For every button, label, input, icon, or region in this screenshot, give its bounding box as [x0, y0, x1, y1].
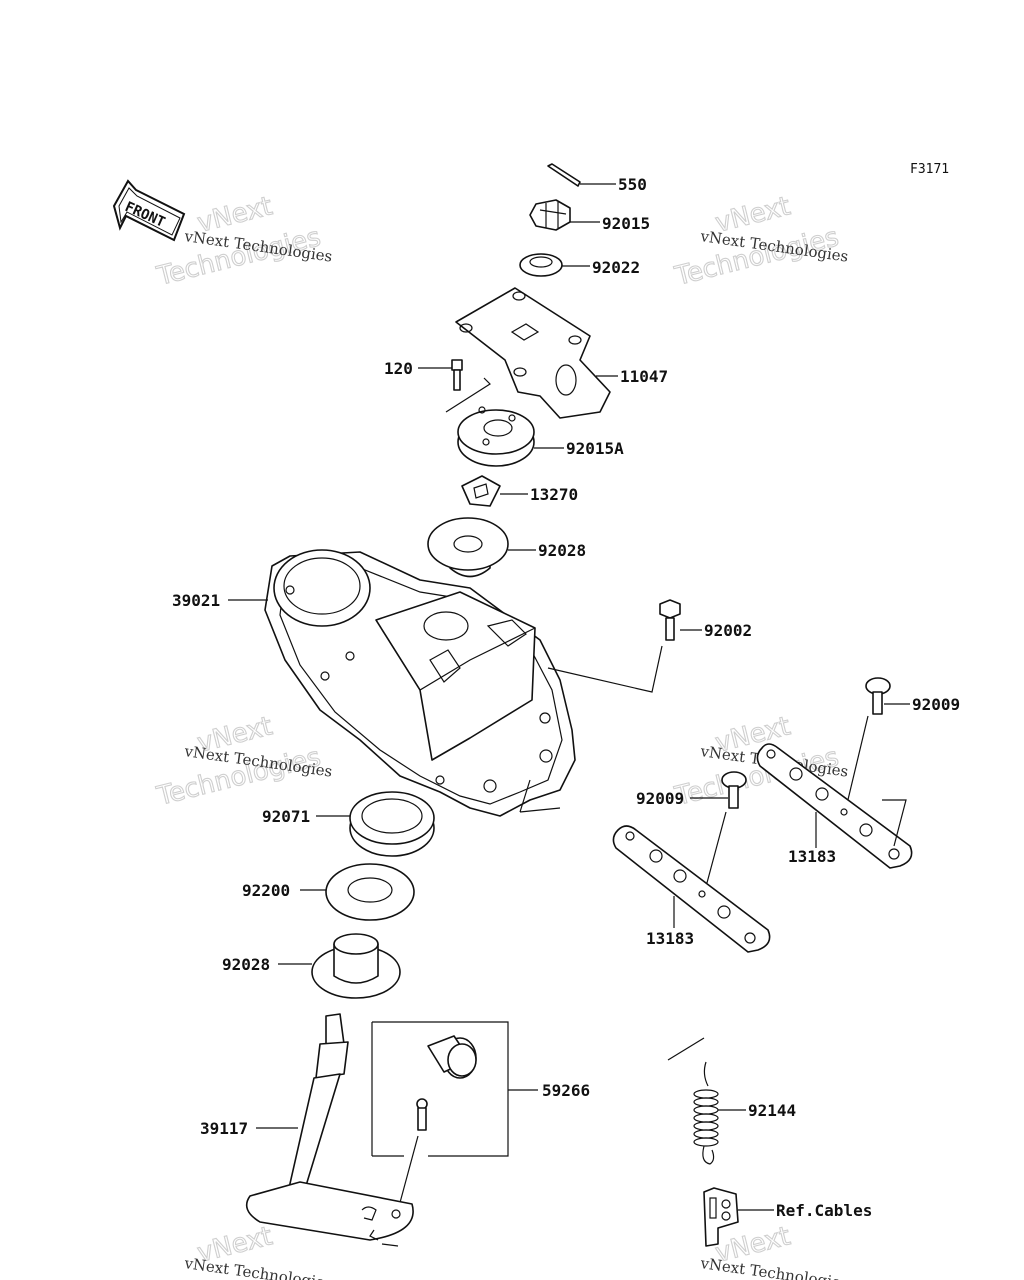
label-ref-cables: Ref.Cables	[776, 1201, 872, 1220]
label-39021: 39021	[172, 591, 220, 610]
collar-92028-top[interactable]: 92028	[427, 517, 586, 578]
shaft-39117[interactable]: 39117	[200, 1013, 414, 1247]
housing-39021[interactable]: 39021	[172, 549, 576, 817]
label-92071: 92071	[262, 807, 310, 826]
cotter-pin-550[interactable]: 550	[547, 163, 647, 194]
label-13270: 13270	[530, 485, 578, 504]
collar-92028-bottom[interactable]: 92028	[222, 933, 401, 999]
label-550: 550	[618, 175, 647, 194]
watermark-top-right: vNext Technologies vNext Technologies	[671, 191, 850, 293]
watermark-small: vNext Technologies	[698, 1254, 849, 1280]
label-92009-right: 92009	[912, 695, 960, 714]
bolt-92009-right[interactable]: 92009	[845, 677, 960, 809]
castle-nut-92015[interactable]: 92015	[529, 199, 650, 233]
label-120: 120	[384, 359, 413, 378]
front-arrow-icon: FRONT	[112, 179, 186, 242]
bolt-92002[interactable]: 92002	[547, 599, 752, 693]
label-92028-bottom: 92028	[222, 955, 270, 974]
nut-plate-92015a[interactable]: 92015A	[457, 406, 624, 467]
label-13183-right: 13183	[788, 847, 836, 866]
label-92009-left: 92009	[636, 789, 684, 808]
label-39117: 39117	[200, 1119, 248, 1138]
stopper-13270[interactable]: 13270	[461, 475, 578, 507]
label-59266: 59266	[542, 1081, 590, 1100]
watermark-top-left: vNext Technologies vNext Technologies	[153, 191, 334, 293]
label-92200: 92200	[242, 881, 290, 900]
spring-coils	[693, 1089, 719, 1147]
label-92015: 92015	[602, 214, 650, 233]
label-92022: 92022	[592, 258, 640, 277]
label-92144: 92144	[748, 1101, 796, 1120]
watermark-small: vNext Technologies	[182, 1254, 333, 1280]
label-11047: 11047	[620, 367, 668, 386]
bracket-11047[interactable]: 11047	[455, 287, 668, 419]
spring-92144[interactable]: 92144	[667, 1037, 796, 1165]
label-13183-left: 13183	[646, 929, 694, 948]
plate-13183-right[interactable]: 13183	[756, 743, 913, 869]
watermark-bottom-right: vNext vNext Technologies	[698, 1221, 849, 1280]
bolt-92009-left[interactable]: 92009	[636, 771, 747, 895]
washer-92200[interactable]: 92200	[242, 863, 415, 921]
washer-92022[interactable]: 92022	[519, 253, 640, 277]
label-92015a: 92015A	[566, 439, 624, 458]
plate-13183-left[interactable]: 13183	[612, 825, 771, 953]
watermark-mid-left: vNext Technologies vNext Technologies	[153, 711, 334, 813]
seal-92071[interactable]: 92071	[262, 791, 435, 857]
label-92002: 92002	[704, 621, 752, 640]
bolt-120[interactable]: 120	[384, 359, 491, 413]
figure-code: F3171	[910, 162, 949, 177]
cable-bracket[interactable]: Ref.Cables	[703, 1187, 872, 1247]
kit-59266[interactable]: 59266	[371, 1021, 590, 1211]
label-92028-top: 92028	[538, 541, 586, 560]
